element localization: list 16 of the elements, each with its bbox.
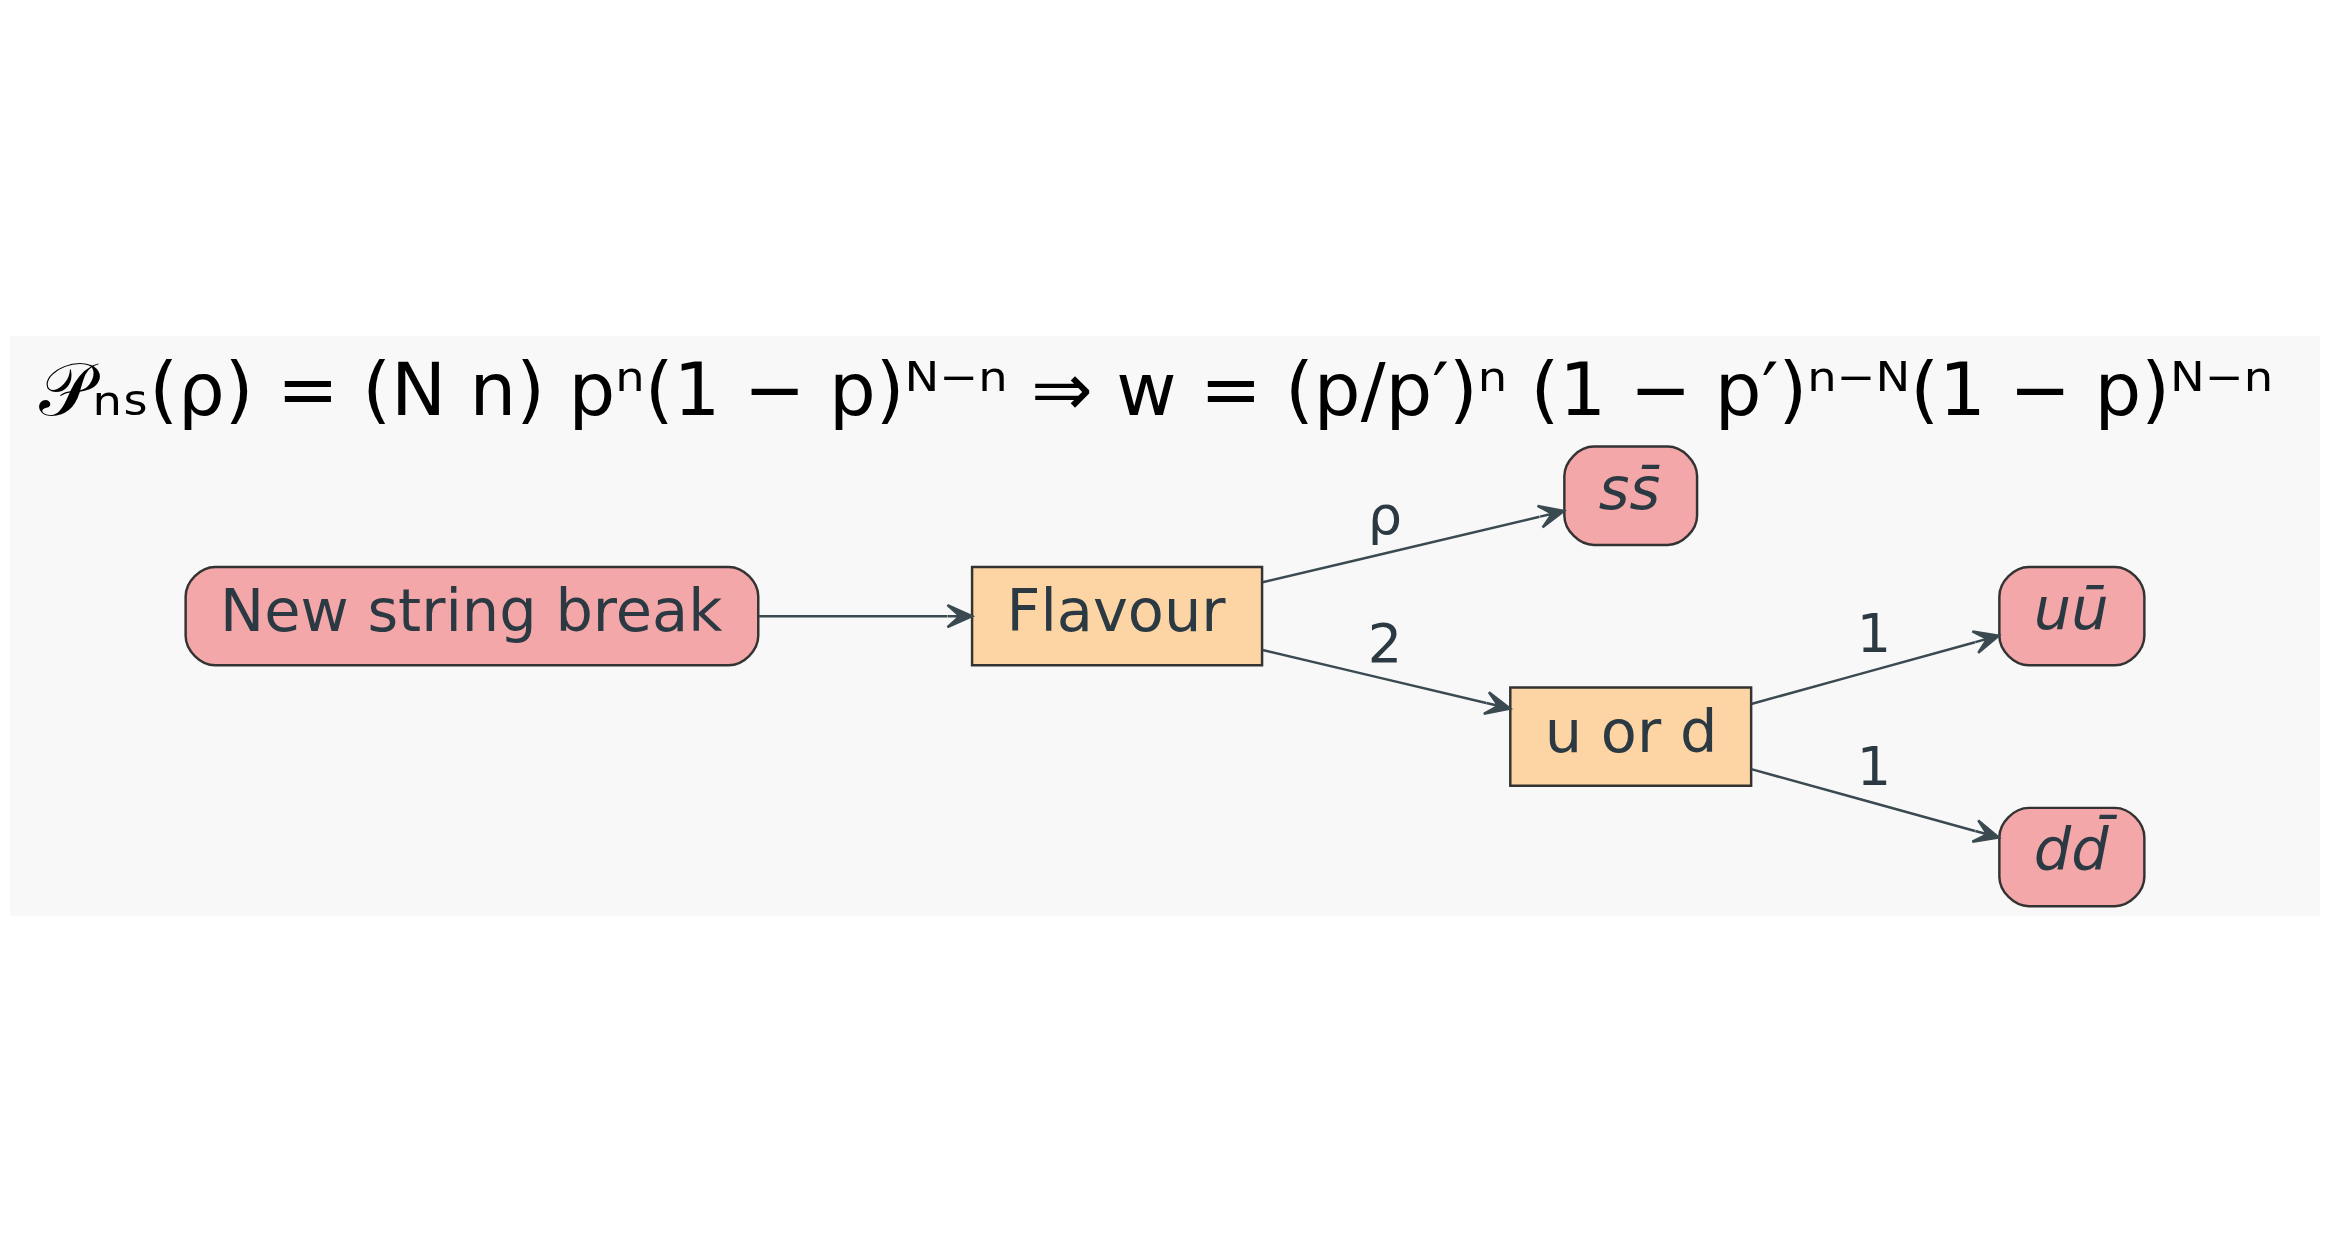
- node-box: ss̄: [1563, 444, 1699, 546]
- edge-label: 1: [1856, 601, 1892, 665]
- arrow: [1750, 767, 2001, 843]
- node-box: New string break: [184, 565, 760, 667]
- arrow: [1262, 648, 1512, 715]
- arrow: [758, 603, 974, 628]
- edge-label: ρ: [1367, 483, 1403, 547]
- node-box: dd̄: [1998, 806, 2146, 907]
- node-box: u or d: [1509, 685, 1753, 787]
- edge-label: 2: [1367, 611, 1403, 675]
- edge-label: 1: [1856, 734, 1892, 798]
- diagram-title: 𝒫ₙₛ(ρ) = (N n) pⁿ(1 − p)ᴺ⁻ⁿ ⇒ w = (p/p′)ⁿ (1 − p′)ⁿ⁻ᴺ(1 − p)ᴺ⁻ⁿ: [39, 346, 2274, 432]
- arrow: [1262, 504, 1566, 583]
- arrow: [1750, 629, 2001, 705]
- node-box: uū: [1998, 565, 2146, 667]
- node-box: Flavour: [970, 565, 1264, 667]
